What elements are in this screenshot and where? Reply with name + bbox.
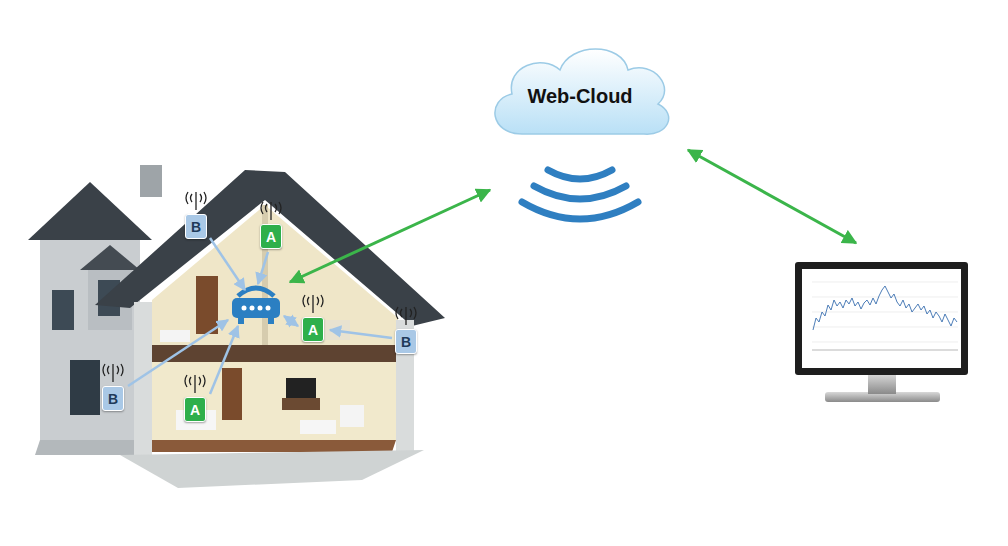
sensor-a-box: A xyxy=(302,317,324,342)
data-arrow xyxy=(688,150,856,243)
chart-line xyxy=(813,286,957,330)
data-arrow xyxy=(290,190,490,282)
sensor-b-box: B xyxy=(185,214,207,239)
monitor xyxy=(795,262,968,402)
wifi-arc xyxy=(534,186,626,199)
antenna xyxy=(261,202,281,220)
sensor-b-box: B xyxy=(102,386,124,411)
wifi-arc xyxy=(522,202,638,219)
sensor-link xyxy=(210,326,238,394)
antenna xyxy=(186,192,206,210)
router-body xyxy=(232,298,280,318)
house-cutaway xyxy=(95,170,445,488)
roof xyxy=(28,182,152,240)
dormer-roof xyxy=(80,245,140,270)
router-foot xyxy=(268,318,274,324)
sensor-link xyxy=(330,330,392,338)
sensor-label: A xyxy=(308,322,318,338)
cloud-label: Web-Cloud xyxy=(527,85,632,108)
wood-floor xyxy=(152,440,396,452)
monitor-screen xyxy=(802,269,961,368)
sensor-link xyxy=(258,252,268,284)
wifi-arc xyxy=(548,170,612,179)
cloud-node: Web-Cloud xyxy=(482,38,678,146)
wifi-arcs xyxy=(522,170,638,219)
antenna xyxy=(303,295,323,313)
router-led xyxy=(266,306,271,311)
antenna-icons xyxy=(103,192,416,393)
sensor-link xyxy=(284,316,298,326)
chart-grid xyxy=(812,282,958,342)
table xyxy=(300,420,336,434)
window xyxy=(70,360,100,415)
television xyxy=(286,378,316,398)
sensor-a-box: A xyxy=(184,397,206,422)
sensor-a-box: A xyxy=(260,224,282,249)
router-icon xyxy=(232,288,280,324)
sensor-b-box: B xyxy=(395,329,417,354)
upper-room xyxy=(152,205,398,345)
router-led xyxy=(250,306,255,311)
door xyxy=(222,368,242,420)
chimney xyxy=(140,165,162,197)
sensor-links xyxy=(128,238,392,394)
cloud-outline xyxy=(495,49,669,134)
window xyxy=(52,290,74,330)
antenna xyxy=(396,307,416,325)
radiator xyxy=(340,405,364,427)
door xyxy=(196,276,218,334)
monitor-bezel xyxy=(795,262,968,375)
sensor-label: B xyxy=(108,391,118,407)
sensor-link xyxy=(210,238,245,290)
bed xyxy=(160,330,190,342)
sensor-label: B xyxy=(191,219,201,235)
sensor-label: A xyxy=(266,229,276,245)
chart-axis xyxy=(812,350,958,351)
antenna xyxy=(185,375,205,393)
router-foot xyxy=(238,318,244,324)
router-led xyxy=(258,306,263,311)
router-led xyxy=(242,306,247,311)
step xyxy=(35,440,145,455)
lower-room xyxy=(152,362,396,440)
sensor-label: A xyxy=(190,402,200,418)
house-wing xyxy=(28,165,162,455)
antenna xyxy=(103,364,123,382)
foundation xyxy=(120,450,424,488)
monitor-neck xyxy=(868,374,896,394)
stone-wall xyxy=(40,235,140,440)
tv-stand xyxy=(282,398,320,410)
sensor-link xyxy=(128,320,228,386)
sensor-label: B xyxy=(401,334,411,350)
